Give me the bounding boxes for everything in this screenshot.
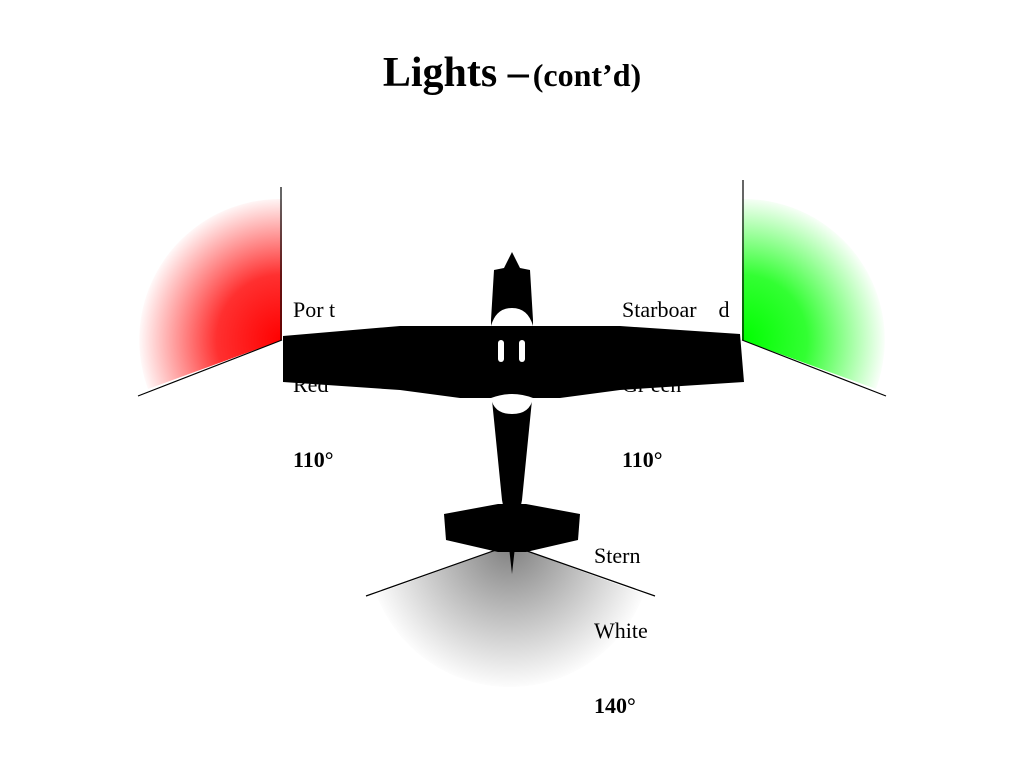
stern-color-name: White	[594, 618, 648, 643]
starboard-color-name: Gr een	[622, 372, 730, 397]
aircraft-horizontal-stabilizer	[444, 504, 580, 552]
stern-angle: 140°	[594, 693, 648, 718]
stern-name: Stern	[594, 543, 648, 568]
aircraft-right-seat	[519, 340, 525, 362]
port-light-label: Por t Red 110°	[293, 247, 335, 497]
aircraft-left-seat	[498, 340, 504, 362]
port-color-name: Red	[293, 372, 335, 397]
starboard-angle: 110°	[622, 447, 730, 472]
starboard-name: Starboar d	[622, 297, 730, 322]
stern-light-label: Stern White 140°	[594, 493, 648, 743]
starboard-light-label: Starboar d Gr een 110°	[622, 247, 730, 497]
port-light-sector	[139, 199, 282, 389]
port-angle: 110°	[293, 447, 335, 472]
starboard-light-sector	[742, 199, 885, 389]
port-name: Por t	[293, 297, 335, 322]
